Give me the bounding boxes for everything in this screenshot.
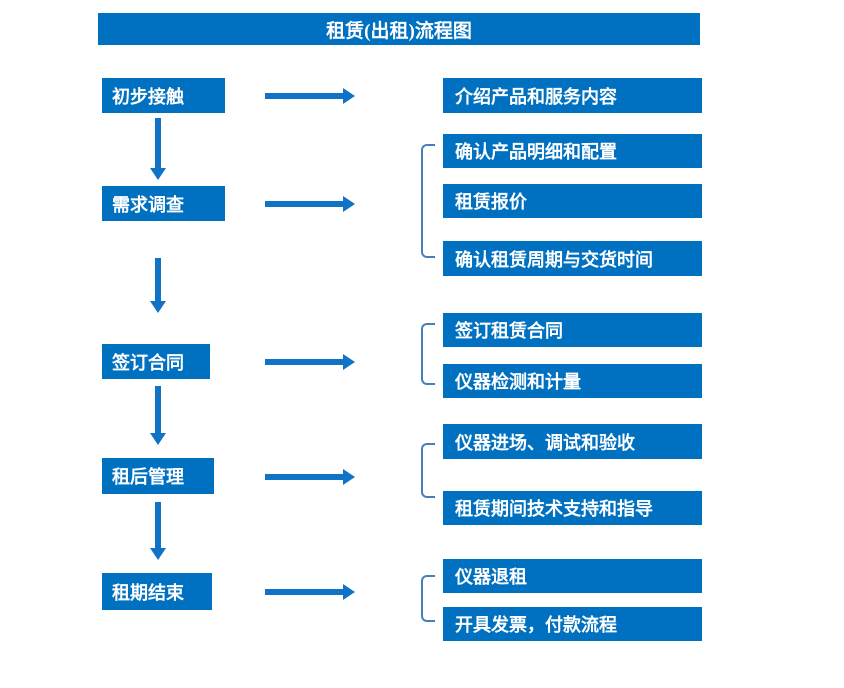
detail-label: 租赁期间技术支持和指导 xyxy=(455,499,653,519)
bracket-shape xyxy=(421,323,435,385)
right-arrow-icon xyxy=(265,469,355,485)
detail-box: 仪器进场、调试和验收 xyxy=(443,424,702,459)
detail-label: 仪器检测和计量 xyxy=(455,372,581,392)
detail-label: 签订租赁合同 xyxy=(455,321,563,341)
detail-box: 仪器检测和计量 xyxy=(443,364,702,398)
stage-box-post-rental-management: 租后管理 xyxy=(102,458,214,494)
detail-label: 开具发票，付款流程 xyxy=(455,615,617,635)
stage-label: 租期结束 xyxy=(112,582,184,603)
detail-box: 租赁报价 xyxy=(443,184,702,218)
detail-box: 仪器退租 xyxy=(443,559,702,593)
stage-label: 需求调查 xyxy=(112,194,184,215)
down-arrow-icon xyxy=(150,502,166,560)
detail-label: 仪器退租 xyxy=(455,567,527,587)
detail-box: 确认产品明细和配置 xyxy=(443,134,702,168)
right-arrow-icon xyxy=(265,88,355,104)
stage-box-initial-contact: 初步接触 xyxy=(102,78,225,113)
detail-label: 仪器进场、调试和验收 xyxy=(455,432,635,453)
detail-box: 开具发票，付款流程 xyxy=(443,607,702,641)
detail-box: 签订租赁合同 xyxy=(443,313,702,347)
detail-label: 确认租赁周期与交货时间 xyxy=(455,249,653,270)
right-arrow-icon xyxy=(265,354,355,370)
detail-box: 确认租赁周期与交货时间 xyxy=(443,241,702,276)
down-arrow-icon xyxy=(150,118,166,180)
bracket-shape xyxy=(421,443,435,498)
stage-label: 租后管理 xyxy=(112,467,184,487)
detail-label: 确认产品明细和配置 xyxy=(455,142,617,162)
down-arrow-icon xyxy=(150,258,166,313)
title-bar: 租赁(出租)流程图 xyxy=(98,13,700,45)
detail-label: 租赁报价 xyxy=(455,192,527,212)
stage-box-demand-survey: 需求调查 xyxy=(102,186,225,221)
bracket-shape xyxy=(421,144,435,258)
page-title: 租赁(出租)流程图 xyxy=(326,20,472,42)
detail-box: 租赁期间技术支持和指导 xyxy=(443,491,702,525)
detail-box: 介绍产品和服务内容 xyxy=(443,78,702,113)
bracket-shape xyxy=(421,575,435,622)
stage-label: 签订合同 xyxy=(112,352,184,373)
down-arrow-icon xyxy=(150,386,166,445)
stage-box-lease-end: 租期结束 xyxy=(102,573,212,610)
stage-box-sign-contract: 签订合同 xyxy=(102,344,210,379)
detail-label: 介绍产品和服务内容 xyxy=(455,86,617,107)
stage-label: 初步接触 xyxy=(112,86,184,107)
right-arrow-icon xyxy=(265,584,355,600)
right-arrow-icon xyxy=(265,196,355,212)
